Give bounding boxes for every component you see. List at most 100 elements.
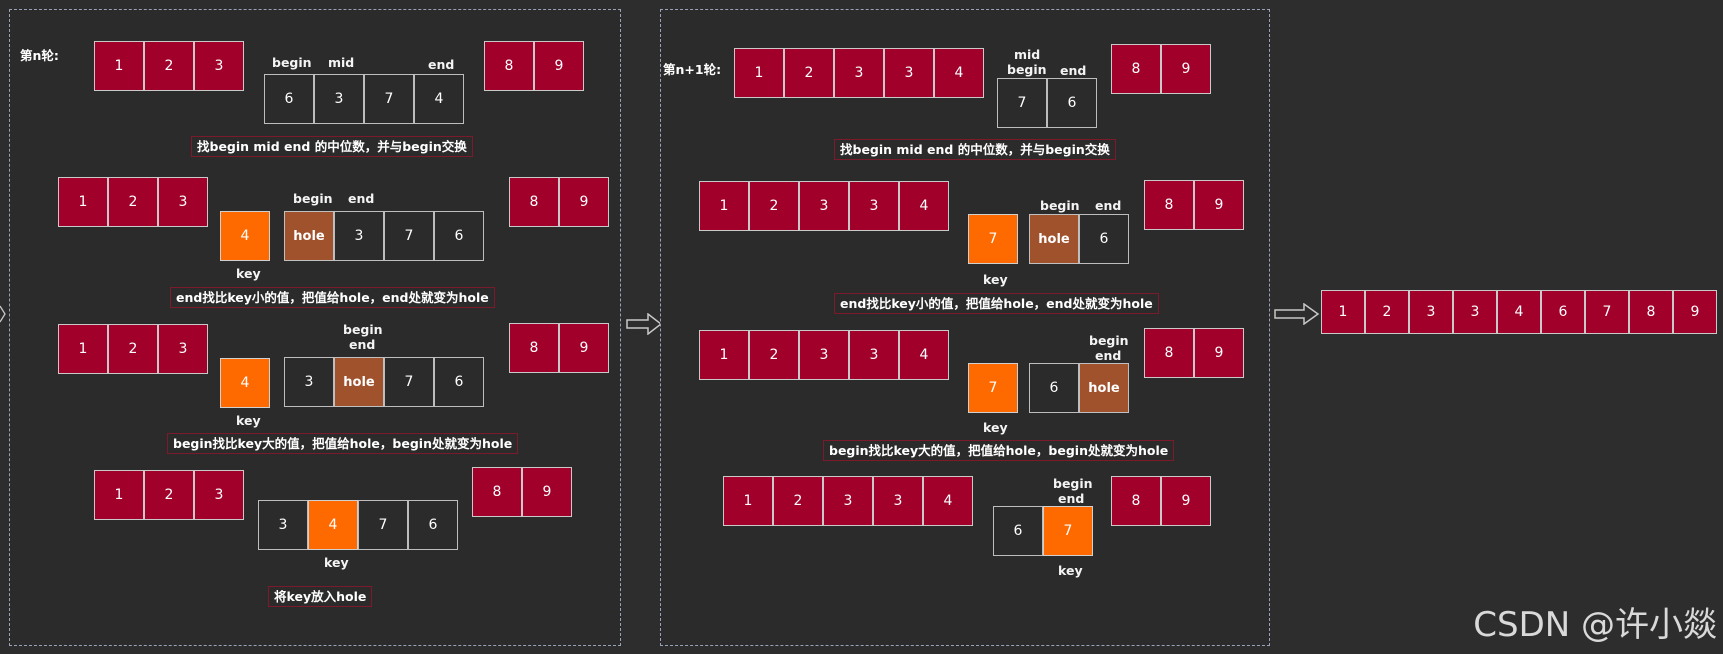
key-cell: 7 xyxy=(1043,506,1093,556)
r1s2-key: 4 xyxy=(220,211,270,261)
cell: 4 xyxy=(923,476,973,526)
cell: 6 xyxy=(434,211,484,261)
cell: 7 xyxy=(997,78,1047,128)
r1s1-middle-array: 6 3 7 4 xyxy=(264,74,464,124)
key-cell: 4 xyxy=(220,358,270,408)
watermark: CSDN @许小燚 xyxy=(1473,605,1717,645)
cell: 3 xyxy=(194,41,244,91)
r1s3-left-array: 1 2 3 xyxy=(58,324,208,374)
r2s3-key-label: key xyxy=(983,420,1008,435)
cell: 4 xyxy=(1497,290,1541,334)
cell: 7 xyxy=(384,211,434,261)
cell: 4 xyxy=(934,48,984,98)
cell: 3 xyxy=(258,500,308,550)
cell: 9 xyxy=(1194,180,1244,230)
r2s3-key: 7 xyxy=(968,363,1018,413)
cell: 3 xyxy=(873,476,923,526)
r2s3-end-pointer: end xyxy=(1095,348,1122,363)
cell: 3 xyxy=(884,48,934,98)
right-arrow-icon xyxy=(626,313,662,335)
cell: 1 xyxy=(94,470,144,520)
r2s1-left-array: 1 2 3 3 4 xyxy=(734,48,984,98)
round-n-label: 第n轮: xyxy=(20,48,59,63)
r1s4-middle-array: 3 4 7 6 xyxy=(258,500,458,550)
cell: 8 xyxy=(509,323,559,373)
r2s2-key: 7 xyxy=(968,214,1018,264)
cell: 8 xyxy=(1629,290,1673,334)
cell: 9 xyxy=(559,323,609,373)
cell: 6 xyxy=(1541,290,1585,334)
right-arrow-icon xyxy=(1274,303,1320,325)
cell: 6 xyxy=(408,500,458,550)
cell: 2 xyxy=(749,181,799,231)
cell: 3 xyxy=(284,357,334,407)
cell: 8 xyxy=(1144,328,1194,378)
cell: 2 xyxy=(749,330,799,380)
r2s4-end-pointer: end xyxy=(1058,491,1085,506)
cell: 9 xyxy=(1194,328,1244,378)
key-cell: 4 xyxy=(308,500,358,550)
hole-cell: hole xyxy=(1079,363,1129,413)
cell: 8 xyxy=(484,41,534,91)
key-cell: 7 xyxy=(968,363,1018,413)
r1s2-right-array: 8 9 xyxy=(509,177,609,227)
r1s3-end-pointer: end xyxy=(349,337,376,352)
cell: 1 xyxy=(734,48,784,98)
r2s4-left-array: 1 2 3 3 4 xyxy=(723,476,973,526)
cell: 9 xyxy=(534,41,584,91)
cell: 6 xyxy=(1047,78,1097,128)
cell: 3 xyxy=(834,48,884,98)
r2s2-begin-pointer: begin xyxy=(1040,198,1080,213)
r1s3-caption: begin找比key大的值，把值给hole，begin处就变为hole xyxy=(167,433,519,454)
r2s1-mid-pointer: mid xyxy=(1014,47,1041,62)
cell: 6 xyxy=(264,74,314,124)
r1s1-mid-pointer: mid xyxy=(328,55,355,70)
result-array: 1 2 3 3 4 6 7 8 9 xyxy=(1321,290,1717,334)
cell: 3 xyxy=(799,181,849,231)
r1s1-begin-pointer: begin xyxy=(272,55,312,70)
cell: 8 xyxy=(1144,180,1194,230)
cell: 9 xyxy=(522,467,572,517)
r1s1-end-pointer: end xyxy=(428,57,455,72)
cell: 7 xyxy=(1585,290,1629,334)
cell: 2 xyxy=(144,470,194,520)
r2s4-begin-pointer: begin xyxy=(1053,476,1093,491)
key-cell: 4 xyxy=(220,211,270,261)
cell: 2 xyxy=(784,48,834,98)
r2s1-begin-pointer: begin xyxy=(1007,62,1047,77)
cell: 3 xyxy=(849,330,899,380)
cell: 4 xyxy=(414,74,464,124)
cell: 9 xyxy=(559,177,609,227)
r2s1-middle-array: 7 6 xyxy=(997,78,1097,128)
cell: 3 xyxy=(334,211,384,261)
r1s2-end-pointer: end xyxy=(348,191,375,206)
cell: 6 xyxy=(434,357,484,407)
cell: 1 xyxy=(723,476,773,526)
r2s3-begin-pointer: begin xyxy=(1089,333,1129,348)
cell: 2 xyxy=(108,177,158,227)
r1s1-caption: 找begin mid end 的中位数，并与begin交换 xyxy=(191,136,473,157)
r2s2-key-label: key xyxy=(983,272,1008,287)
r2s4-key-label: key xyxy=(1058,563,1083,578)
r2s2-right-array: 8 9 xyxy=(1144,180,1244,230)
r1s2-middle-array: hole 3 7 6 xyxy=(284,211,484,261)
round-n1-panel xyxy=(660,9,1270,646)
r2s1-caption: 找begin mid end 的中位数，并与begin交换 xyxy=(834,139,1116,160)
r2s3-middle-array: 6 hole xyxy=(1029,363,1129,413)
cell: 3 xyxy=(799,330,849,380)
cell: 1 xyxy=(699,181,749,231)
cell: 3 xyxy=(314,74,364,124)
cell: 2 xyxy=(108,324,158,374)
r1s4-key-label: key xyxy=(324,555,349,570)
r1s3-key-label: key xyxy=(236,413,261,428)
r1s3-key: 4 xyxy=(220,358,270,408)
r1s2-left-array: 1 2 3 xyxy=(58,177,208,227)
r1s1-right-array: 8 9 xyxy=(484,41,584,91)
r1s3-middle-array: 3 hole 7 6 xyxy=(284,357,484,407)
cell: 6 xyxy=(1079,214,1129,264)
cell: 9 xyxy=(1161,44,1211,94)
r1s2-begin-pointer: begin xyxy=(293,191,333,206)
r2s3-right-array: 8 9 xyxy=(1144,328,1244,378)
cell: 7 xyxy=(358,500,408,550)
cell: 3 xyxy=(823,476,873,526)
